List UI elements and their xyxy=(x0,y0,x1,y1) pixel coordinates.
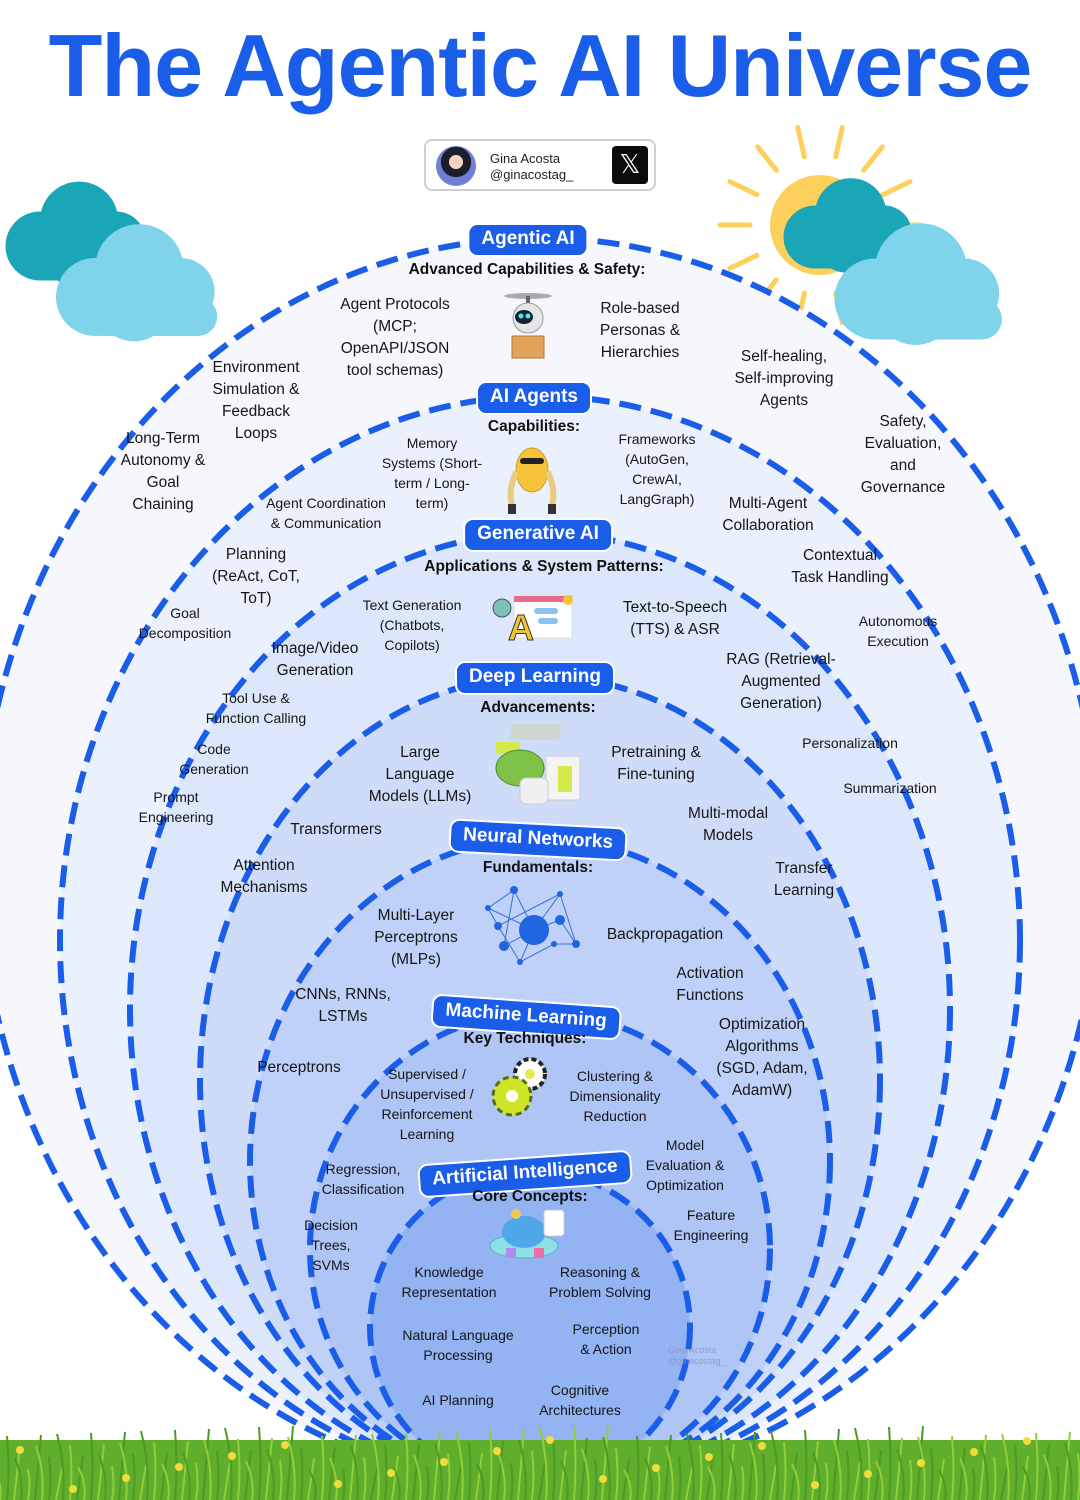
layer-item: Text-to-Speech (TTS) & ASR xyxy=(622,599,728,638)
layer-heading: Fundamentals: xyxy=(482,859,594,876)
layer-item: Regression, Classification xyxy=(321,1161,405,1197)
layer-badge-deep-learning: Deep Learning xyxy=(455,661,615,695)
layer-item: Decision Trees, SVMs xyxy=(304,1217,358,1273)
layer-item: Code Generation xyxy=(179,741,249,777)
layer-item: Planning (ReAct, CoT, ToT) xyxy=(212,546,300,607)
layer-item: Environment Simulation & Feedback Loops xyxy=(212,359,300,442)
layer-item: Pretraining & Fine-tuning xyxy=(611,744,701,783)
cloud-icon xyxy=(783,178,914,273)
layer-item: Large Language Models (LLMs) xyxy=(368,744,472,805)
layer-item: Perception & Action xyxy=(572,1321,640,1357)
layer-item: Summarization xyxy=(843,780,937,796)
author-handle: @ginacostag_ xyxy=(490,167,574,182)
layer-item: Transformers xyxy=(290,821,382,838)
layer-heading: Capabilities: xyxy=(487,418,581,435)
author-name: Gina Acosta xyxy=(490,151,561,166)
layer-heading: Advancements: xyxy=(480,699,596,716)
page-title: The Agentic AI Universe xyxy=(48,16,1033,115)
grass-decoration xyxy=(0,1425,1080,1500)
layer-heading: Key Techniques: xyxy=(463,1030,587,1047)
author-info: Gina Acosta @ginacostag_ xyxy=(490,151,573,183)
layer-item: Reasoning & Problem Solving xyxy=(549,1264,651,1300)
ai-brain-platform-icon xyxy=(489,1209,565,1259)
avatar xyxy=(436,146,476,186)
layer-item: Image/Video Generation xyxy=(271,640,359,679)
layer-item: Agent Protocols (MCP; OpenAPI/JSON tool … xyxy=(340,296,450,379)
watermark-handle: @ginacostag_ xyxy=(668,1356,726,1366)
layer-heading: Applications & System Patterns: xyxy=(424,558,664,575)
layer-item: Feature Engineering xyxy=(673,1207,749,1243)
watermark-name: Gina Acosta xyxy=(668,1345,717,1355)
layer-item: AI Planning xyxy=(422,1392,494,1408)
cloud-icon xyxy=(834,223,1002,345)
layer-item: Model Evaluation & Optimization xyxy=(645,1137,725,1193)
layer-item: Safety, Evaluation, and Governance xyxy=(860,413,946,496)
layer-item: Knowledge Representation xyxy=(401,1264,497,1300)
cloud-icon xyxy=(56,224,218,342)
layer-item: Text Generation (Chatbots, Copilots) xyxy=(362,597,462,653)
layer-item: Long-Term Autonomy & Goal Chaining xyxy=(120,430,206,513)
layer-item: Activation Functions xyxy=(676,965,744,1004)
layer-item: CNNs, RNNs, LSTMs xyxy=(295,986,391,1025)
layer-item: Natural Language Processing xyxy=(402,1327,514,1363)
layer-item: Backpropagation xyxy=(606,926,724,943)
layer-item: Attention Mechanisms xyxy=(220,857,308,896)
layer-item: Personalization xyxy=(802,735,898,751)
layer-item: Memory Systems (Short- term / Long- term… xyxy=(381,435,483,511)
layer-item: Agent Coordination & Communication xyxy=(266,495,386,531)
layer-item: Role-based Personas & Hierarchies xyxy=(599,300,681,361)
brain-computer-icon xyxy=(495,724,581,805)
author-card[interactable]: Gina Acosta @ginacostag_ 𝕏 xyxy=(424,139,656,191)
layer-heading: Core Concepts: xyxy=(472,1188,588,1205)
layer-badge-agentic-ai: Agentic AI xyxy=(467,223,589,257)
layer-item: Multi-Agent Collaboration xyxy=(722,495,814,534)
layer-item: Cognitive Architectures xyxy=(539,1382,621,1418)
layer-item: RAG (Retrieval- Augmented Generation) xyxy=(726,651,836,712)
layer-item: Supervised / Unsupervised / Reinforcemen… xyxy=(380,1066,474,1142)
layer-item: Transfer Learning xyxy=(773,860,835,899)
layer-item: Autonomous Execution xyxy=(858,613,938,649)
layer-item: Perceptrons xyxy=(257,1059,341,1076)
layer-item: Clustering & Dimensionality Reduction xyxy=(569,1068,661,1124)
layer-heading: Advanced Capabilities & Safety: xyxy=(408,261,646,278)
x-logo-icon[interactable]: 𝕏 xyxy=(612,146,648,184)
layer-item: Frameworks (AutoGen, CrewAI, LangGraph) xyxy=(618,431,696,507)
layer-item: Multi-modal Models xyxy=(687,805,769,844)
layer-badge-ai-agents: AI Agents xyxy=(476,381,592,415)
robot-icon xyxy=(507,447,557,514)
svg-text:A: A xyxy=(508,607,534,644)
layer-item: Tool Use & Function Calling xyxy=(205,690,307,726)
gears-icon xyxy=(491,1057,547,1117)
neural-network-icon xyxy=(485,886,580,965)
layer-item: Self-healing, Self-improving Agents xyxy=(734,348,834,409)
watermark: Gina Acosta @ginacostag_ xyxy=(668,1345,726,1367)
layer-item: Optimization Algorithms (SGD, Adam, Adam… xyxy=(716,1016,808,1099)
drone-robot-icon xyxy=(504,293,552,359)
layer-item: Multi-Layer Perceptrons (MLPs) xyxy=(374,907,458,968)
layer-item: Contextual Task Handling xyxy=(791,547,889,586)
layer-item: Prompt Engineering xyxy=(138,789,214,825)
layer-badge-generative-ai: Generative AI xyxy=(463,518,613,552)
text-generation-icon: A xyxy=(492,595,573,644)
layer-item: Goal Decomposition xyxy=(138,605,232,641)
